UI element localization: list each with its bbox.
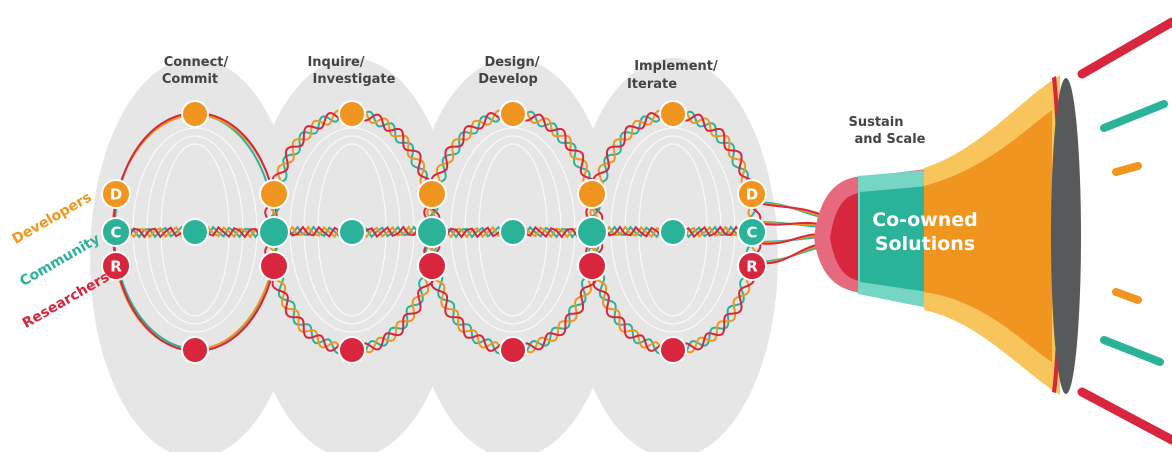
phase-label-inquire-line2: Investigate [313, 72, 396, 87]
node-junction-d-2 [578, 180, 606, 208]
node-c-0-letter: C [110, 224, 121, 242]
megaphone-text-line2: Solutions [875, 233, 975, 255]
phase-label-design-line2: Develop [478, 72, 538, 87]
node-middle-1 [339, 219, 365, 245]
phase-label-implement-line2: Iterate [627, 77, 677, 92]
phase-label-connect-line2: Commit [162, 72, 218, 87]
sound-line-red-bottom [1082, 392, 1172, 440]
node-top-0 [182, 101, 208, 127]
sound-line-orange-top [1116, 166, 1138, 172]
node-r-1-letter: R [746, 258, 758, 276]
sound-line-teal-top [1104, 104, 1164, 128]
sound-line-orange-bottom [1116, 292, 1138, 300]
node-junction-d-1 [418, 180, 446, 208]
node-junction-d-0 [260, 180, 288, 208]
phase-label-connect-line1: Connect/ [164, 55, 229, 70]
node-junction-c-0 [259, 217, 289, 247]
node-r-0-letter: R [110, 258, 122, 276]
node-junction-r-1 [418, 252, 446, 280]
phase-label-sustain-line1: Sustain [848, 115, 903, 130]
node-top-2 [500, 101, 526, 127]
node-c-1-letter: C [746, 224, 757, 242]
phase-label-design-line1: Design/ [484, 55, 539, 70]
node-middle-0 [182, 219, 208, 245]
sound-line-teal-bottom [1104, 340, 1160, 362]
node-top-1 [339, 101, 365, 127]
sound-lines [1082, 22, 1172, 440]
node-bottom-2 [500, 337, 526, 363]
node-junction-r-0 [260, 252, 288, 280]
node-bottom-1 [339, 337, 365, 363]
node-bottom-0 [182, 337, 208, 363]
node-top-3 [660, 101, 686, 127]
sound-line-red-top [1082, 22, 1172, 74]
megaphone-bell [1051, 78, 1081, 394]
node-junction-c-2 [577, 217, 607, 247]
node-d-1-letter: D [746, 186, 758, 204]
node-junction-c-1 [417, 217, 447, 247]
phase-label-inquire-line1: Inquire/ [307, 55, 364, 70]
phase-label-implement-line1: Implement/ [634, 59, 718, 74]
phase-label-sustain-line2: and Scale [855, 132, 926, 147]
node-middle-3 [660, 219, 686, 245]
node-bottom-3 [660, 337, 686, 363]
node-d-0-letter: D [110, 186, 122, 204]
node-middle-2 [500, 219, 526, 245]
node-junction-r-2 [578, 252, 606, 280]
megaphone-text-line1: Co-owned [872, 209, 978, 231]
